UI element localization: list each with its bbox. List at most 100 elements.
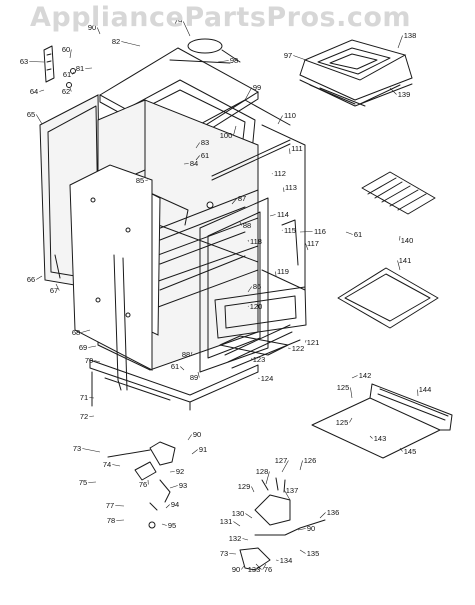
- callout-leader: [116, 520, 124, 521]
- part-number-callout: 68: [72, 328, 80, 337]
- part-number-callout: 99: [253, 83, 261, 92]
- callout-leader: [166, 505, 170, 509]
- callout-leader: [170, 486, 178, 489]
- oven-rack: [362, 172, 435, 214]
- part-number-callout: 127: [275, 456, 288, 465]
- callout-leader: [89, 398, 94, 399]
- part-number-callout: 144: [419, 385, 432, 394]
- broiler-pan: [338, 268, 438, 328]
- part-number-callout: 114: [277, 210, 289, 219]
- part-number-callout: 131: [220, 517, 233, 526]
- callout-leader: [349, 418, 352, 423]
- part-number-callout: 123: [253, 355, 266, 364]
- part-number-callout: 73: [220, 549, 228, 558]
- part-number-callout: 142: [359, 371, 372, 380]
- callout-leader: [112, 465, 120, 467]
- part-number-callout: 143: [374, 434, 387, 443]
- part-number-callout: 64: [30, 87, 38, 96]
- callout-leader: [398, 36, 403, 49]
- callout-leader: [390, 88, 397, 95]
- part-number-callout: 93: [179, 481, 187, 490]
- callout-leader: [276, 560, 279, 561]
- callout-leader: [180, 367, 184, 371]
- callout-leader: [89, 416, 94, 417]
- part-number-callout: 112: [274, 169, 286, 178]
- callout-leader: [39, 90, 44, 92]
- part-number-callout: 61: [354, 230, 362, 239]
- part-number-callout: 74: [103, 460, 111, 469]
- part-number-callout: 128: [256, 467, 269, 476]
- storage-drawer: [312, 384, 452, 458]
- callout-leader: [88, 346, 96, 348]
- part-number-callout: 67: [50, 286, 58, 295]
- part-number-callout: 115: [284, 226, 296, 235]
- part-number-callout: 78: [107, 516, 115, 525]
- callout-leader: [36, 115, 42, 125]
- part-number-callout: 136: [327, 508, 340, 517]
- part-number-callout: 125: [336, 418, 349, 427]
- part-number-callout: 132: [229, 534, 242, 543]
- callout-leader: [251, 487, 254, 493]
- part-number-callout: 61: [63, 70, 71, 79]
- part-number-callout: 140: [401, 236, 414, 245]
- part-number-callout: 63: [20, 57, 28, 66]
- callout-leader: [272, 174, 273, 175]
- part-number-callout: 97: [284, 51, 292, 60]
- part-number-callout: 126: [304, 456, 317, 465]
- part-number-callout: 129: [238, 482, 251, 491]
- callout-leader: [248, 306, 249, 307]
- callout-leader: [320, 513, 326, 519]
- part-number-callout: 76: [264, 565, 272, 574]
- callout-leader: [282, 230, 283, 231]
- part-number-callout: 113: [285, 183, 297, 192]
- callout-leader: [82, 449, 100, 453]
- part-number-callout: 139: [398, 90, 411, 99]
- part-number-callout: 76: [139, 480, 147, 489]
- part-number-callout: 66: [27, 275, 35, 284]
- part-number-callout: 124: [261, 374, 274, 383]
- watermark: AppliancePartsPros.com: [30, 2, 411, 33]
- part-number-callout: 69: [79, 343, 87, 352]
- part-number-callout: 73: [73, 444, 81, 453]
- callout-leader: [70, 88, 71, 92]
- part-number-callout: 125: [337, 383, 350, 392]
- part-number-callout: 121: [307, 338, 320, 347]
- part-number-callout: 130: [232, 509, 245, 518]
- callout-leader: [233, 126, 236, 136]
- callout-leader: [229, 554, 236, 555]
- part-number-callout: 137: [286, 486, 299, 495]
- callout-leader: [288, 348, 291, 349]
- part-number-callout: 65: [27, 110, 35, 119]
- part-number-callout: 71: [80, 393, 88, 402]
- callout-leader: [300, 461, 303, 471]
- callout-leader: [370, 436, 373, 439]
- callout-leader: [300, 550, 306, 554]
- callout-leader: [188, 435, 192, 441]
- part-number-callout: 81: [76, 64, 84, 73]
- part-number-callout: 111: [291, 144, 302, 153]
- part-number-callout: 133: [248, 565, 261, 574]
- part-number-callout: 141: [399, 256, 412, 265]
- part-number-callout: 85: [136, 176, 144, 185]
- part-number-callout: 135: [307, 549, 320, 558]
- callout-leader: [121, 42, 140, 47]
- part-number-callout: 134: [280, 556, 293, 565]
- callout-leader: [258, 378, 260, 379]
- callout-leader: [88, 482, 96, 483]
- callout-leader: [352, 376, 358, 379]
- part-number-callout: 88: [182, 350, 190, 359]
- part-number-callout: 118: [250, 237, 262, 246]
- callout-leader: [293, 56, 306, 61]
- drip-pan-assembly: [300, 40, 412, 106]
- part-number-callout: 60: [62, 45, 70, 54]
- part-number-callout: 98: [230, 56, 238, 65]
- part-number-callout: 61: [201, 151, 209, 160]
- part-number-callout: 70: [85, 356, 93, 365]
- callout-leader: [346, 232, 353, 235]
- part-number-callout: 117: [307, 239, 319, 248]
- part-number-callout: 110: [284, 111, 296, 120]
- callout-leader: [278, 116, 283, 125]
- callout-leader: [241, 566, 244, 570]
- callout-leader: [170, 472, 175, 473]
